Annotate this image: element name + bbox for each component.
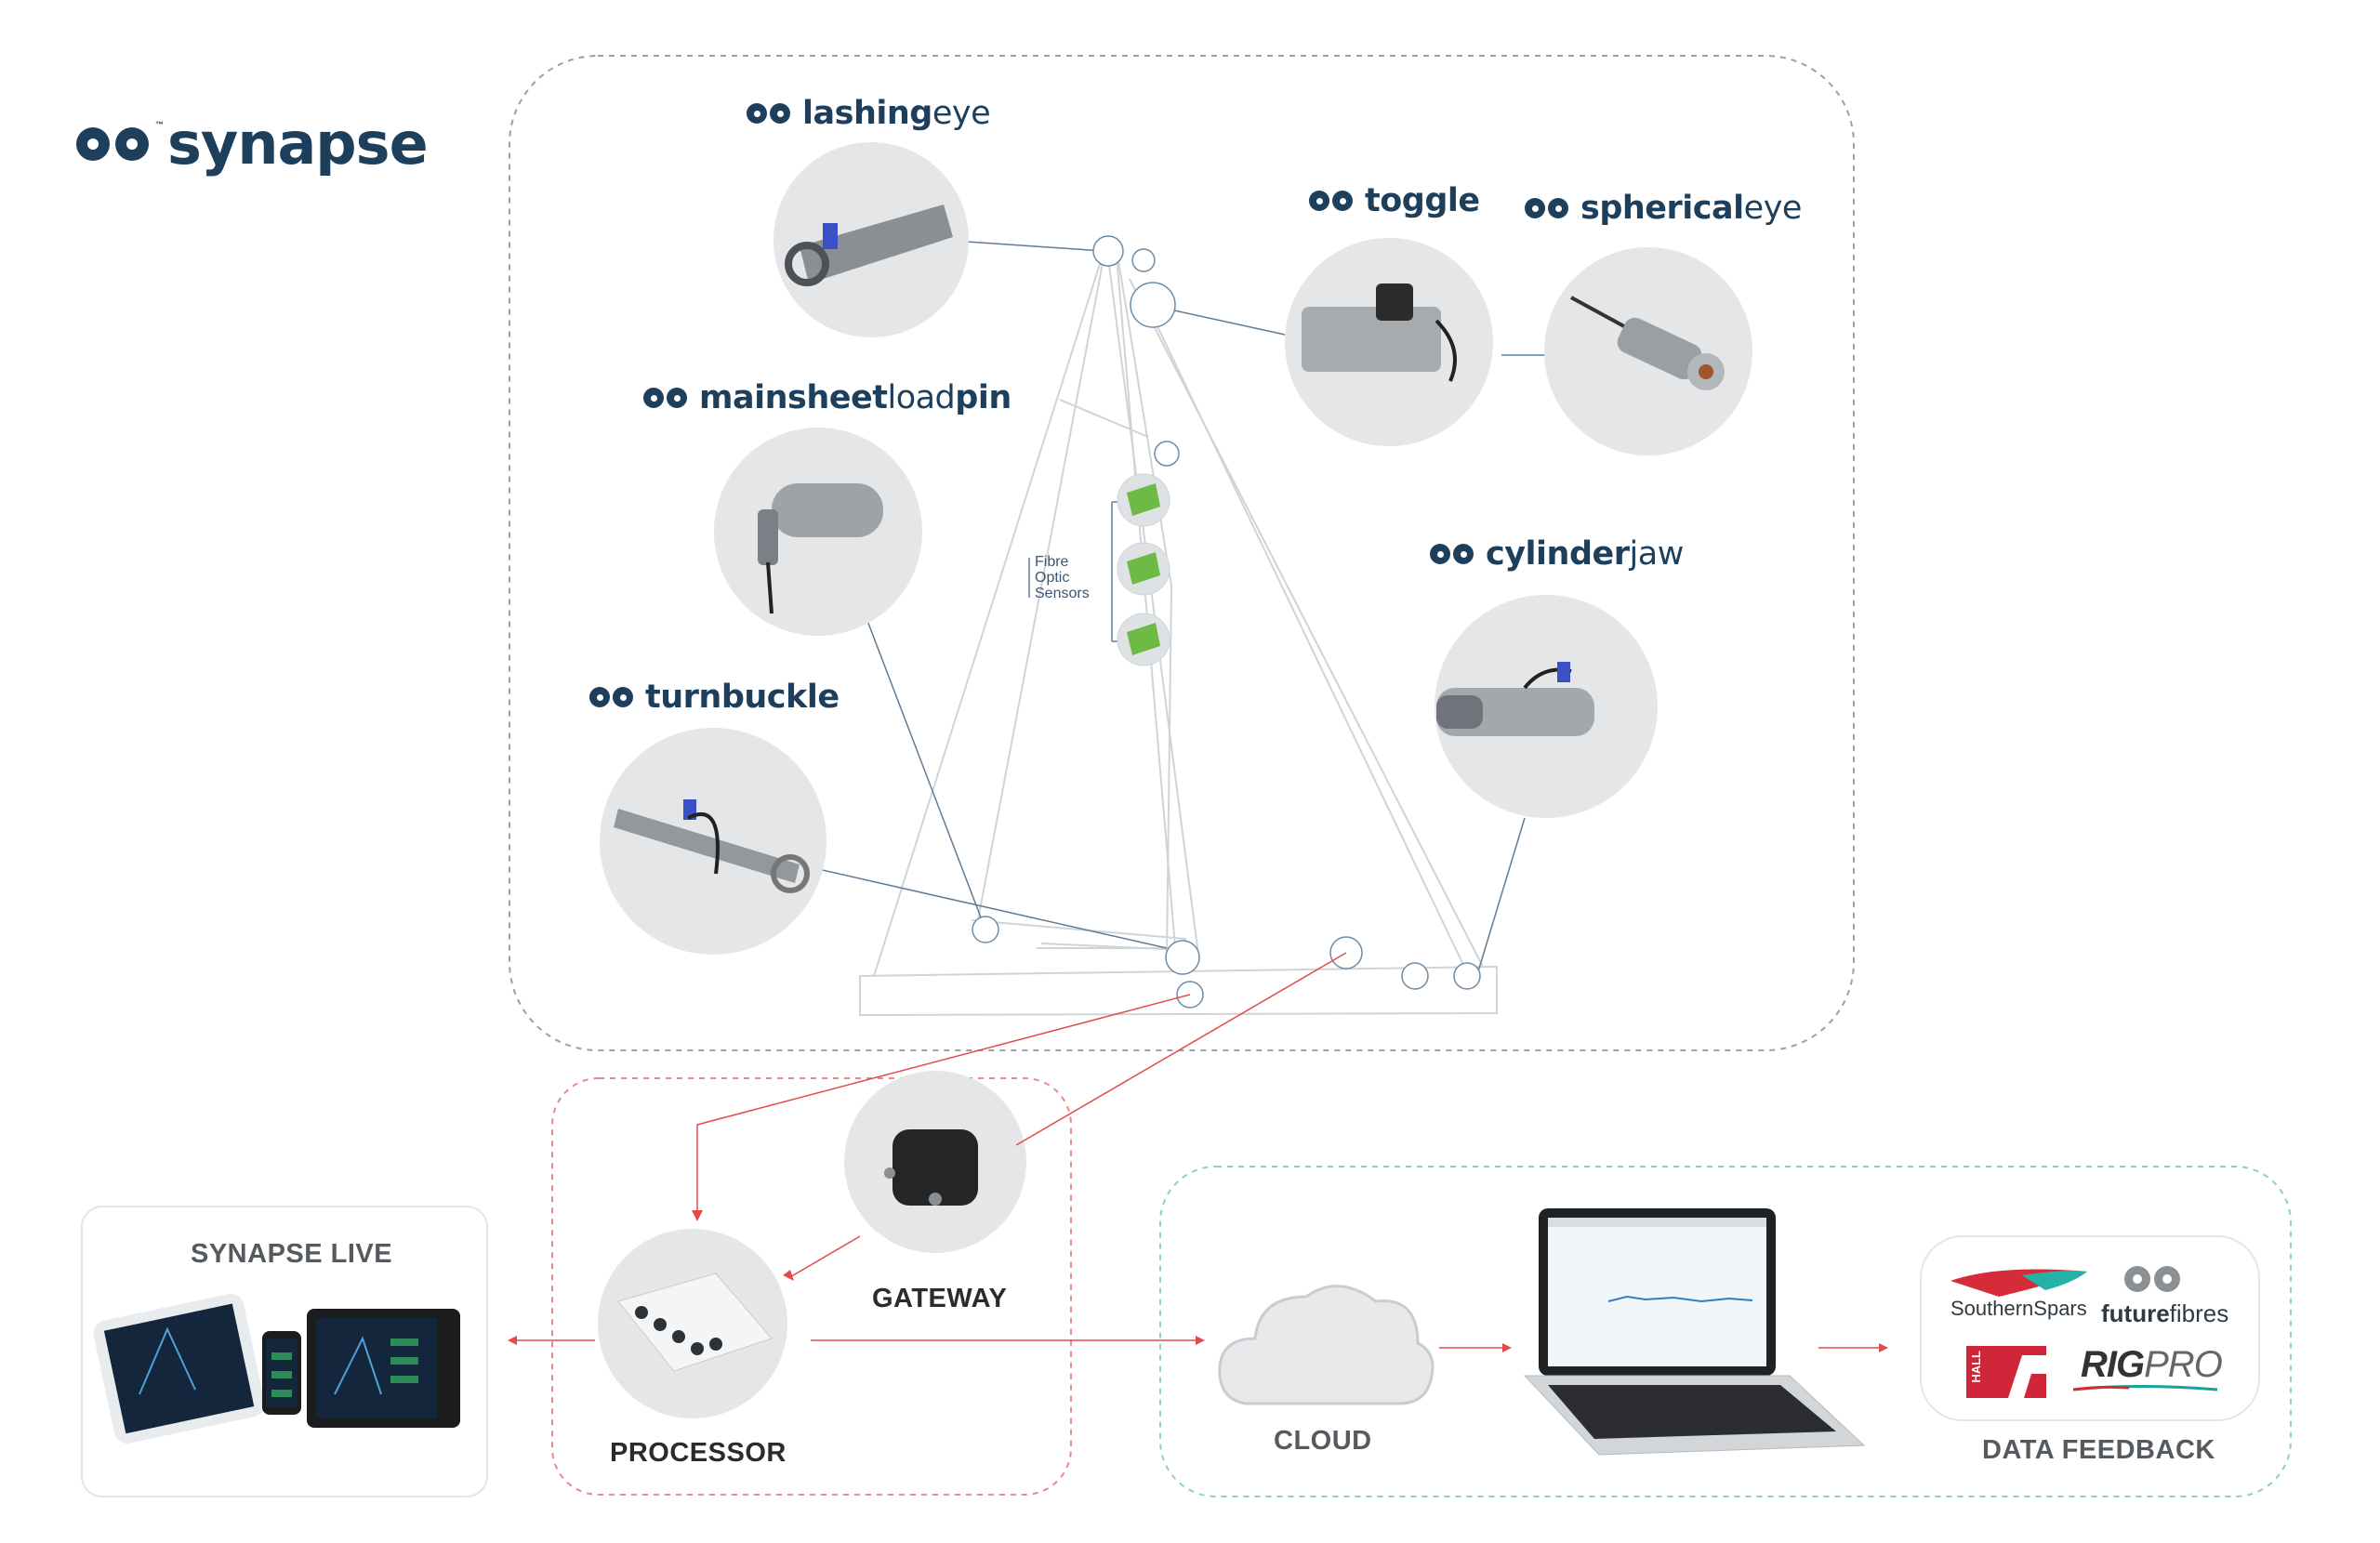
brand-name: synapse (167, 110, 429, 178)
lashing-eye-render (785, 204, 953, 286)
lashing-eye-label: lashingeye (747, 95, 991, 132)
toggle-render (1302, 284, 1457, 382)
data-links (508, 952, 1888, 1352)
southern-spars-logo: SouthernSpars (1950, 1297, 2087, 1320)
synapse-dots-icon: ™ (76, 120, 164, 161)
fibre-optic-sensors (1028, 473, 1170, 666)
future-fibres-logo: futurefibres (2101, 1299, 2229, 1327)
processor-panel (551, 1077, 1072, 1496)
partner-graphics (1950, 1266, 2218, 1398)
synapse-dots-icon (1309, 191, 1355, 211)
cloud-caption: CLOUD (1274, 1426, 1372, 1456)
hall-logo-text: HALL (1969, 1351, 1983, 1383)
synapse-live-panel (81, 1206, 488, 1497)
boat-panel (509, 55, 1855, 1051)
cylinder-jaw-label: cylinderjaw (1430, 535, 1684, 573)
spherical-eye-label: sphericaleye (1525, 190, 1802, 227)
turnbuckle-label: turnbuckle (589, 679, 840, 716)
gateway-caption: GATEWAY (872, 1284, 1008, 1313)
spherical-eye-render (1570, 296, 1725, 390)
fibre-optic-sensors-label: Fibre Optic Sensors (1035, 554, 1090, 601)
laptop-dashboard (1523, 1208, 1866, 1456)
data-feedback-caption: DATA FEEDBACK (1982, 1435, 2215, 1465)
gateway-render (884, 1129, 978, 1206)
synapse-logo: ™ synapse (76, 110, 429, 178)
synapse-dots-icon (1430, 544, 1476, 564)
synapse-dots-icon (589, 687, 636, 707)
yacht-drawing (859, 243, 1498, 1017)
product-connectors (817, 241, 1548, 972)
future-fibres-dots-icon (2124, 1266, 2180, 1292)
synapse-live-devices (93, 1293, 460, 1444)
synapse-dots-icon (747, 103, 793, 124)
toggle-label: toggle (1309, 182, 1480, 219)
cloud-panel (1159, 1166, 2292, 1497)
cylinder-jaw-render (1436, 662, 1594, 736)
synapse-dots-icon (643, 388, 690, 408)
synapse-live-title: SYNAPSE LIVE (191, 1239, 393, 1269)
synapse-dots-icon (1525, 198, 1571, 218)
hall-logo-icon (1966, 1346, 2046, 1398)
mainsheet-load-pin-label: mainsheetloadpin (643, 379, 1012, 416)
cloud-icon (1218, 1285, 1435, 1405)
processor-render (617, 1273, 773, 1372)
processor-caption: PROCESSOR (610, 1438, 787, 1468)
rigpro-logo: RIGPRO (2081, 1344, 2223, 1385)
mainsheet-load-pin-render (758, 483, 883, 614)
turnbuckle-render (614, 799, 810, 893)
